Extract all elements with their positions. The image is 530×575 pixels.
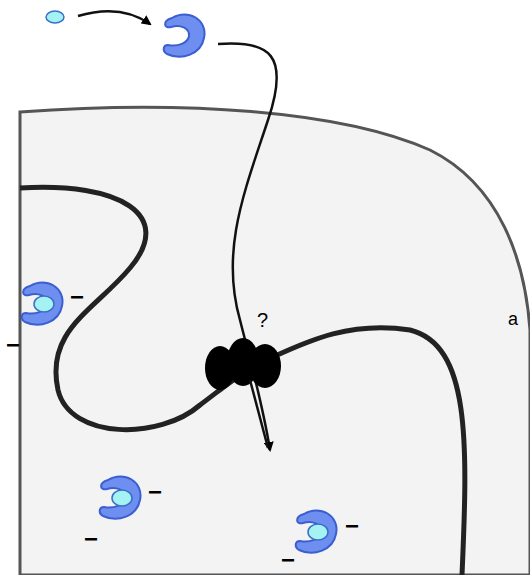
charge-sign: − <box>281 548 295 572</box>
bound-receptor <box>22 282 63 324</box>
bound-receptor <box>296 510 337 552</box>
inner-membrane <box>262 328 465 575</box>
charge-sign: − <box>345 514 359 538</box>
channel <box>205 338 281 390</box>
edge-letter: a <box>508 310 518 328</box>
bound-receptor <box>100 476 141 518</box>
outer-membrane <box>20 107 530 575</box>
inner-membrane <box>20 187 245 429</box>
charge-sign: − <box>84 527 98 551</box>
binding-arrow <box>78 11 150 24</box>
receptor <box>164 14 205 56</box>
charge-sign: − <box>6 333 20 357</box>
charge-sign: − <box>70 285 84 309</box>
charge-sign: − <box>148 480 162 504</box>
question-mark: ? <box>257 310 268 330</box>
transport-path <box>218 43 277 450</box>
ligand <box>46 11 64 23</box>
